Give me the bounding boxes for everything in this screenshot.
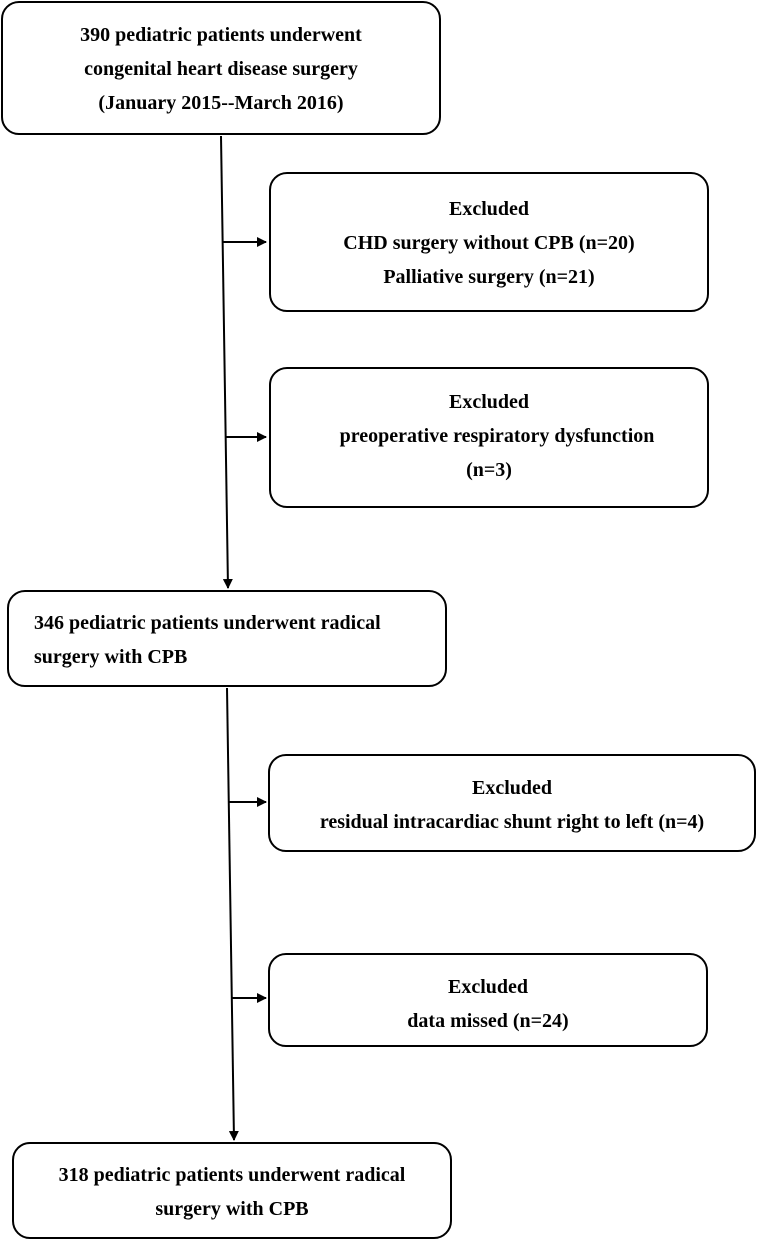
exclusion-4-heading: Excluded: [447, 976, 529, 998]
main-arrow-1: [220, 135, 233, 589]
exclusion-3-heading: Excluded: [471, 777, 553, 799]
exclusion-2-line-2: (n=3): [466, 459, 512, 481]
exclusion-4-line-1: data missed (n=24): [407, 1010, 569, 1032]
exclusion-2-heading: Excluded: [448, 391, 530, 413]
exclusion-box-1: Excluded CHD surgery without CPB (n=20) …: [269, 172, 709, 312]
final-line-1: 318 pediatric patients underwent radical: [58, 1164, 406, 1186]
exclusion-box-2: Excluded preoperative respiratory dysfun…: [269, 367, 709, 508]
exclusion-1-line-1: CHD surgery without CPB (n=20): [343, 232, 635, 254]
exclusion-2-line-1: preoperative respiratory dysfunction: [339, 425, 655, 447]
radical-line-1: 346 pediatric patients underwent radical: [34, 612, 381, 634]
exclusion-1-heading: Excluded: [448, 198, 530, 220]
initial-line-3: (January 2015--March 2016): [98, 92, 344, 114]
exclusion-1-line-2: Palliative surgery (n=21): [383, 266, 595, 288]
radical-surgery-box: 346 pediatric patients underwent radical…: [7, 590, 447, 687]
exclusion-box-3: Excluded residual intracardiac shunt rig…: [268, 754, 756, 852]
exclusion-3-line-1: residual intracardiac shunt right to lef…: [319, 811, 705, 833]
radical-line-2: surgery with CPB: [34, 646, 188, 668]
initial-population-box: 390 pediatric patients underwent congeni…: [1, 1, 441, 135]
main-arrow-2: [226, 687, 239, 1141]
exclusion-box-4: Excluded data missed (n=24): [268, 953, 708, 1047]
final-population-box: 318 pediatric patients underwent radical…: [12, 1142, 452, 1239]
final-line-2: surgery with CPB: [155, 1198, 309, 1220]
initial-line-1: 390 pediatric patients underwent: [80, 24, 362, 46]
initial-line-2: congenital heart disease surgery: [84, 58, 358, 80]
